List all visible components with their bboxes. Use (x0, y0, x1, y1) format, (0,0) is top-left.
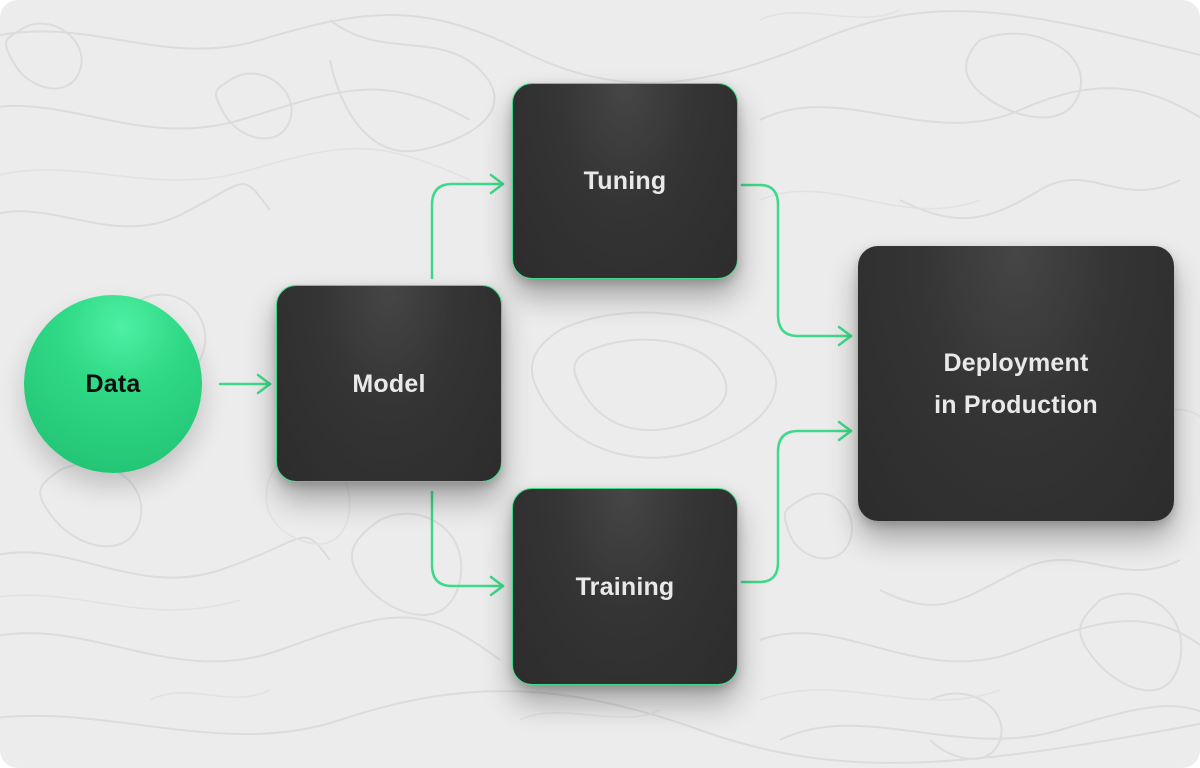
data-node-label: Data (85, 370, 141, 398)
edge-tuning-to-deployment (740, 183, 853, 347)
data-node: Data (24, 295, 202, 473)
deployment-node-label-line1: Deployment (943, 348, 1089, 377)
model-node: Model (276, 285, 502, 482)
training-node: Training (512, 488, 738, 685)
deployment-node: Deployment in Production (858, 246, 1174, 521)
deployment-node-label-line2: in Production (934, 390, 1098, 419)
edge-model-to-tuning (430, 173, 505, 280)
tuning-node: Tuning (512, 83, 738, 279)
tuning-node-label: Tuning (583, 167, 667, 195)
edge-data-to-model (218, 373, 272, 395)
training-node-label: Training (575, 572, 675, 601)
model-node-label: Model (352, 369, 426, 398)
edge-training-to-deployment (740, 420, 853, 584)
edge-model-to-training (430, 490, 505, 597)
